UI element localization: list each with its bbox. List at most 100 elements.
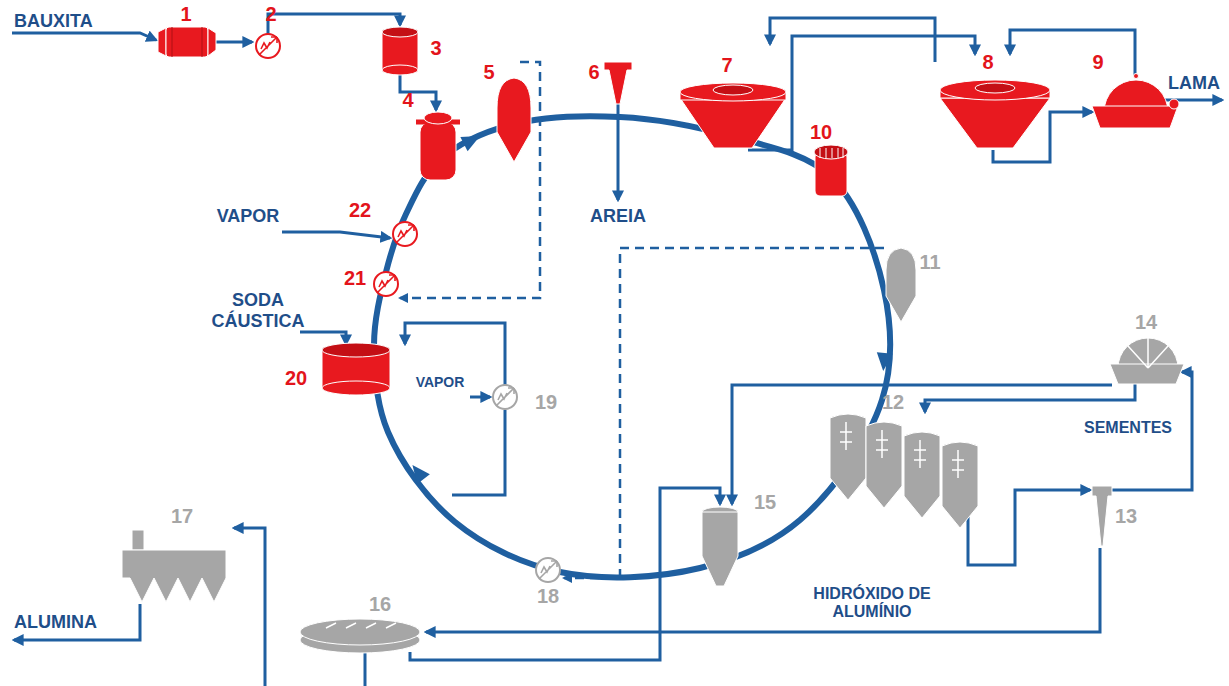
drum-filter-14 [1110,338,1184,384]
flow-lines [770,18,935,62]
callout-number: 5 [483,61,494,84]
flow-lines [410,488,720,660]
circuit-arrows [406,129,893,484]
callout-number: 7 [721,54,732,77]
mill-1 [208,28,216,56]
flow-lines [12,33,156,40]
cyclone-13 [1092,486,1112,546]
flow-lines [470,396,490,399]
drum-filter-9 [1092,106,1178,128]
tank-11 [886,248,916,322]
thickener-8 [940,80,1050,100]
flow-lines [282,232,390,238]
callout-number: 3 [430,37,441,60]
thickener-7 [680,98,786,148]
thickener-8 [975,83,1015,93]
drum-filter-9 [1169,99,1179,109]
circuit-arrows [875,352,893,371]
tank-15 [702,512,738,586]
stream-label: HIDRÓXIDO DE ALUMÍNIO [777,585,967,622]
thickener-7 [680,83,786,148]
callout-number: 20 [285,367,307,390]
precipitators-12 [904,432,940,518]
callout-number: 22 [349,199,371,222]
filter-10 [814,145,848,196]
mill-1 [158,28,166,56]
calciner-17 [132,530,144,550]
calciner-17 [122,530,226,602]
mill-1 [172,27,202,57]
circuit-arrows [460,129,483,151]
callout-number: 6 [588,61,599,84]
precipitators-12 [830,414,978,528]
callout-number: 2 [265,3,276,26]
drum-filter-14 [1128,338,1168,368]
recycle-lines [400,62,884,578]
callout-number: 16 [369,593,391,616]
tank-3 [382,27,418,37]
callout-number: 1 [180,3,191,26]
flow-lines [268,14,400,34]
tank-11 [886,248,916,322]
heat-exchangers [493,385,517,409]
heat-exchangers [256,34,280,58]
liquor-circuit [374,116,890,577]
separator-5 [497,78,531,162]
filter-16 [300,619,420,645]
digester-4 [424,112,452,124]
heat-exchangers [256,34,560,582]
filter-16 [326,623,396,628]
flow-lines [925,370,1135,412]
flow-lines [364,652,367,686]
heat-exchangers [536,558,560,582]
mixer-20 [322,343,390,357]
callout-number: 17 [171,505,193,528]
thickener-7 [713,85,753,95]
flow-lines [452,410,505,495]
tank-15 [702,507,738,586]
filter-10 [814,145,848,159]
digester-4 [420,122,456,180]
callout-number: 21 [344,267,366,290]
drum-filter-9 [1134,74,1139,79]
digester-4 [416,112,460,180]
flow-lines [1158,99,1222,102]
filter-16 [300,619,420,653]
circuit-arrows [406,460,430,484]
red-equipment [158,27,1179,395]
filter-10 [820,148,843,158]
callout-number: 13 [1115,505,1137,528]
stream-label: VAPOR [217,206,280,227]
callout-number: 12 [882,391,904,414]
thickener-8 [940,80,1050,148]
cyclone-13 [1092,486,1112,546]
hydrocyclone-6 [604,62,632,104]
tank-3 [382,65,418,75]
callout-number: 19 [535,391,557,414]
tank-3 [382,32,418,70]
mill-1 [158,27,216,57]
precipitators-12 [866,422,902,508]
stream-label: VAPOR [416,374,465,390]
grey-equipment [122,248,1184,653]
mixer-20 [322,343,390,395]
liquor-circuit-line [374,116,890,577]
mill-1 [166,27,208,57]
stream-label: AREIA [590,206,646,227]
calciner-17 [122,550,226,602]
flow-lines [14,604,140,640]
stream-label: SODA CÁUSTICA [210,290,306,331]
precipitators-12 [840,422,964,478]
callout-number: 10 [810,121,832,144]
callout-number: 15 [754,491,776,514]
mixer-20 [322,381,390,395]
thickener-8 [940,98,1050,148]
tank-3 [382,27,418,37]
tank-3 [382,27,418,75]
hydrocyclone-6 [604,62,632,104]
callout-number: 9 [1092,51,1103,74]
stream-label: BAUXITA [14,11,93,32]
precipitators-12 [942,442,978,528]
